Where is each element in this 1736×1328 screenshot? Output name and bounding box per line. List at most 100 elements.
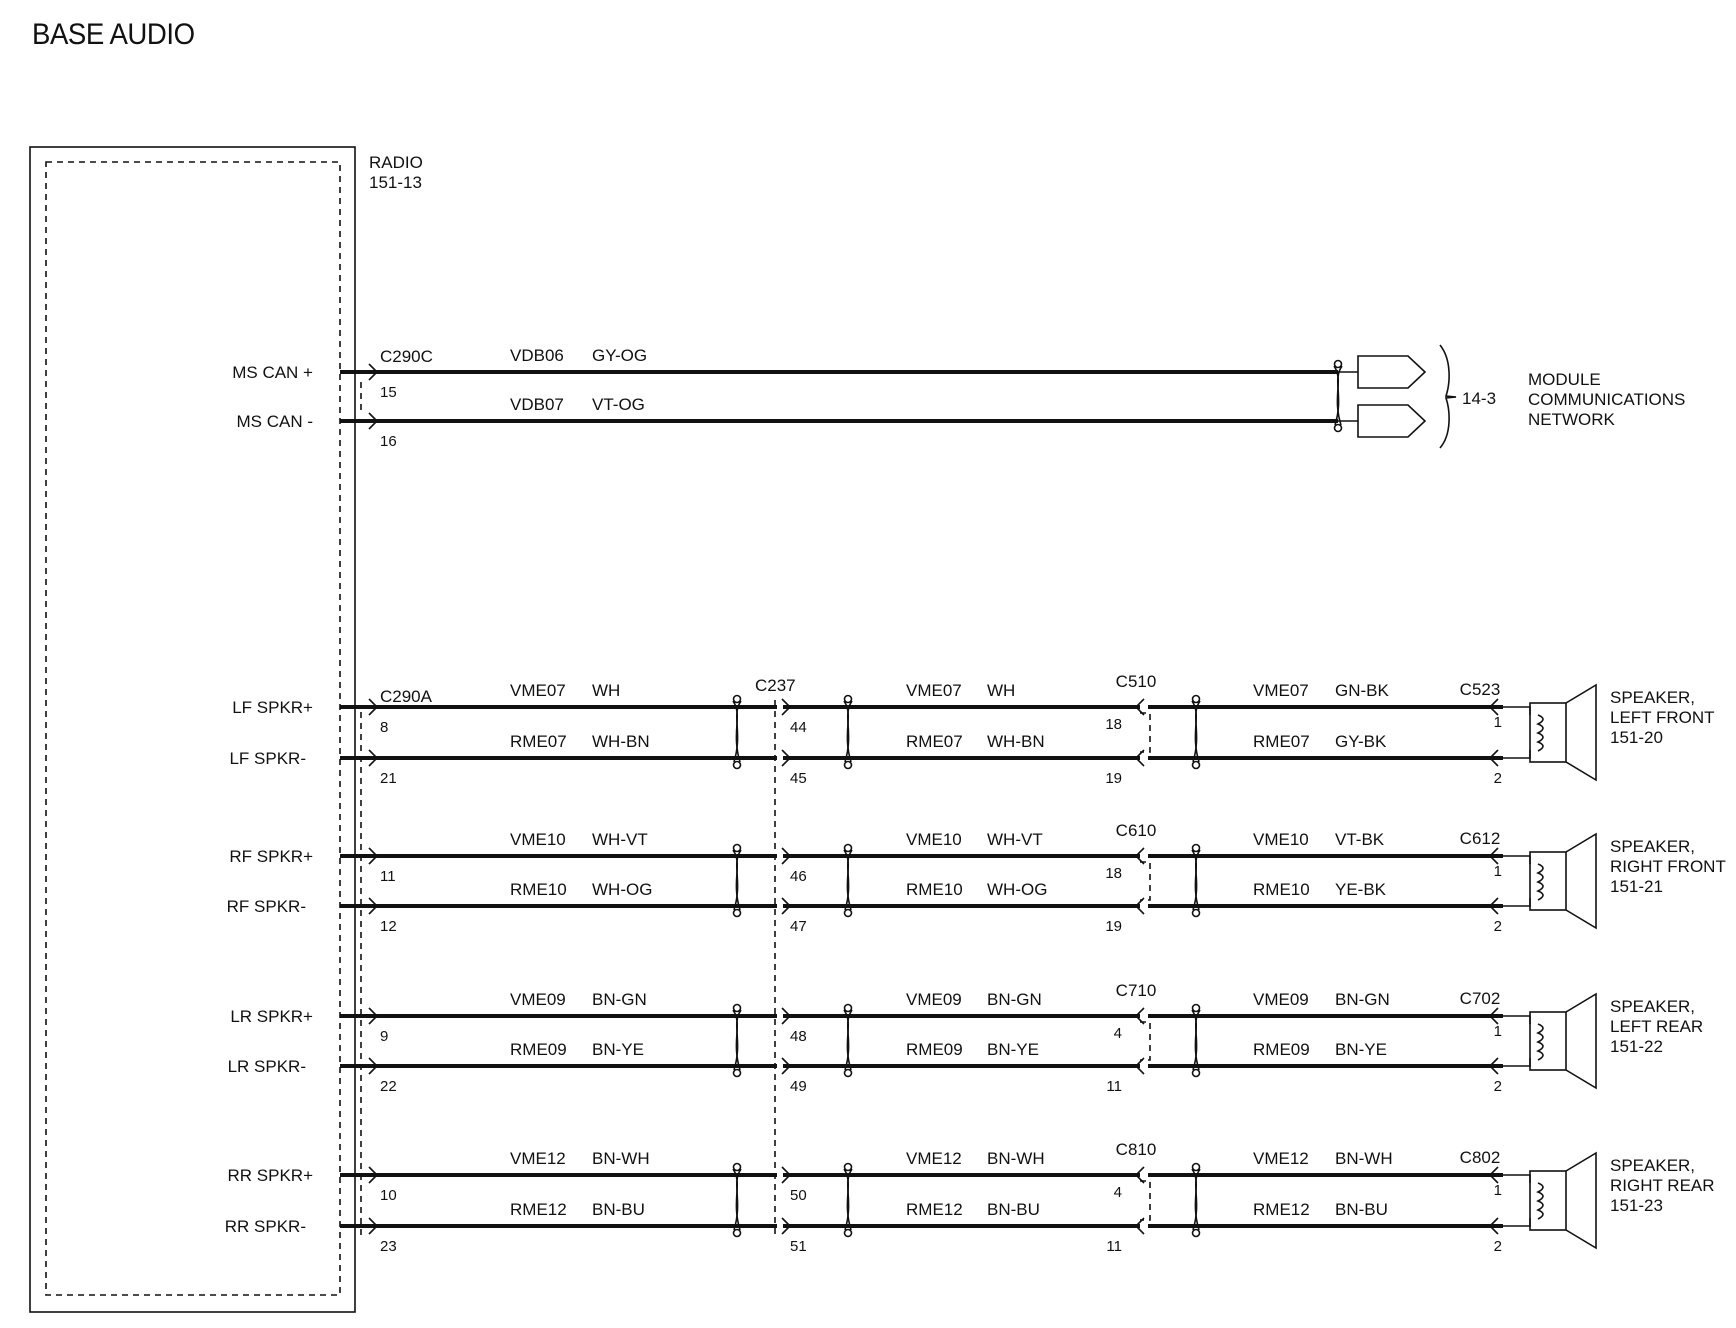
lr-pos-mid-pin: 4 [1114, 1025, 1122, 1042]
lr-neg-radio-pin-arrow [368, 1057, 379, 1075]
lf-pos-seg1-circuit: VME07 [510, 681, 566, 700]
can-circuit-2: VDB07 [510, 395, 564, 414]
rr-pos-c237-arrow [781, 1166, 792, 1184]
rf-neg-seg1-circuit: RME10 [510, 880, 567, 899]
page-title: BASE AUDIO [32, 18, 195, 51]
lr-neg-radio-pin: 22 [380, 1078, 397, 1095]
rr-speaker-symbol [1503, 1151, 1597, 1250]
rr-neg-label: RR SPKR- [225, 1217, 306, 1236]
rr-pos-spk-arrow [1488, 1166, 1499, 1184]
lf-pos-radio-pin: 8 [380, 719, 388, 736]
can-color-1: GY-OG [592, 346, 647, 365]
rf-speaker-name-line-3: 151-21 [1610, 877, 1663, 896]
can-pin-2: 16 [380, 433, 397, 450]
lf-neg-seg2-color: WH-BN [987, 732, 1045, 751]
rr-mid-connector-outline [1140, 1180, 1151, 1221]
rr-speaker-name-line-3: 151-23 [1610, 1196, 1663, 1215]
lr-speaker-name-line-3: 151-22 [1610, 1037, 1663, 1056]
rr-spk-connector: C802 [1460, 1148, 1501, 1167]
rr-pos-radio-pin-arrow [368, 1166, 379, 1184]
rf-twisted-pair-1 [732, 843, 742, 918]
lf-pos-spk-pin: 1 [1494, 714, 1502, 731]
lr-pos-radio-pin-arrow [368, 1007, 379, 1025]
radio-ref: 151-13 [369, 173, 422, 192]
rr-pos-seg2-circuit: VME12 [906, 1149, 962, 1168]
lr-neg-seg3-color: BN-YE [1335, 1040, 1387, 1059]
lr-neg-seg2-color: BN-YE [987, 1040, 1039, 1059]
rr-speaker-name-line-2: RIGHT REAR [1610, 1176, 1715, 1195]
rf-neg-seg2-circuit: RME10 [906, 880, 963, 899]
lr-neg-seg1-color: BN-YE [592, 1040, 644, 1059]
lf-pos-seg3-circuit: VME07 [1253, 681, 1309, 700]
rr-neg-c237-arrow [781, 1217, 792, 1235]
can-circuit-1: VDB06 [510, 346, 564, 365]
lf-speaker-name-line-2: LEFT FRONT [1610, 708, 1715, 727]
rr-neg-seg1-circuit: RME12 [510, 1200, 567, 1219]
rr-neg-seg1-color: BN-BU [592, 1200, 645, 1219]
can-twisted-pair [1333, 359, 1343, 433]
lr-pos-seg1-color: BN-GN [592, 990, 647, 1009]
rr-neg-spk-arrow [1488, 1217, 1499, 1235]
can-pin-arrow-2 [368, 412, 379, 430]
lf-mid-connector-outline [1140, 712, 1151, 753]
rr-neg-mid-pin: 11 [1106, 1238, 1122, 1255]
can-color-2: VT-OG [592, 395, 645, 414]
lf-neg-seg3-circuit: RME07 [1253, 732, 1310, 751]
rr-neg-seg3-circuit: RME12 [1253, 1200, 1310, 1219]
can-label-1: MS CAN + [232, 363, 313, 382]
can-pin-arrow-1 [368, 363, 379, 381]
lr-speaker-name-line-2: LEFT REAR [1610, 1017, 1703, 1036]
rf-neg-spk-pin: 2 [1494, 918, 1502, 935]
lf-neg-radio-pin: 21 [380, 770, 397, 787]
can-network-connector-1 [1357, 355, 1427, 389]
lf-spk-connector: C523 [1460, 680, 1501, 699]
rr-pos-spk-pin: 1 [1494, 1182, 1502, 1199]
lf-speaker-name-line-1: SPEAKER, [1610, 688, 1695, 707]
can-pin-1: 15 [380, 384, 397, 401]
lf-neg-spk-arrow [1488, 749, 1499, 767]
lf-neg-c237-pin: 45 [790, 770, 807, 787]
lr-pos-radio-pin: 9 [380, 1028, 388, 1045]
lf-pos-radio-pin-arrow [368, 698, 379, 716]
lf-neg-seg3-color: GY-BK [1335, 732, 1387, 751]
connector-c290a: C290A [380, 687, 433, 706]
lf-pos-seg1-color: WH [592, 681, 620, 700]
lr-twisted-pair-1 [732, 1003, 742, 1078]
rf-neg-spk-arrow [1488, 897, 1499, 915]
lr-pos-seg1-circuit: VME09 [510, 990, 566, 1009]
rf-mid-connector-outline [1140, 861, 1151, 901]
rf-pos-radio-pin: 11 [380, 868, 396, 885]
rr-pos-seg3-circuit: VME12 [1253, 1149, 1309, 1168]
rf-neg-radio-pin: 12 [380, 918, 397, 935]
connector-c290c: C290C [380, 347, 433, 366]
lf-pos-seg2-circuit: VME07 [906, 681, 962, 700]
lr-neg-seg2-circuit: RME09 [906, 1040, 963, 1059]
lr-spk-connector: C702 [1460, 989, 1501, 1008]
lf-twisted-pair-1 [732, 694, 742, 770]
lf-pos-spk-arrow [1488, 698, 1499, 716]
lf-pos-c237-pin: 44 [790, 719, 807, 736]
rf-speaker-symbol [1503, 832, 1597, 930]
can-network-connector-2 [1357, 404, 1427, 438]
rf-neg-seg3-color: YE-BK [1335, 880, 1387, 899]
lr-mid-connector: C710 [1116, 981, 1157, 1000]
lf-neg-label: LF SPKR- [229, 749, 306, 768]
rf-neg-c237-arrow [781, 897, 792, 915]
lf-pos-seg2-color: WH [987, 681, 1015, 700]
rr-neg-seg2-circuit: RME12 [906, 1200, 963, 1219]
lr-pos-c237-pin: 48 [790, 1028, 807, 1045]
rr-pos-seg2-color: BN-WH [987, 1149, 1045, 1168]
rr-pos-seg1-color: BN-WH [592, 1149, 650, 1168]
lr-neg-seg3-circuit: RME09 [1253, 1040, 1310, 1059]
lr-neg-seg1-circuit: RME09 [510, 1040, 567, 1059]
rf-pos-c237-arrow [781, 847, 792, 865]
rf-pos-seg1-color: WH-VT [592, 830, 648, 849]
rf-neg-label: RF SPKR- [227, 897, 306, 916]
lr-neg-spk-pin: 2 [1494, 1078, 1502, 1095]
rr-twisted-pair-3 [1191, 1162, 1201, 1238]
lr-speaker-name-line-1: SPEAKER, [1610, 997, 1695, 1016]
lf-neg-seg2-circuit: RME07 [906, 732, 963, 751]
radio-internal-outline [45, 161, 341, 1296]
connector-c237: C237 [755, 676, 796, 695]
